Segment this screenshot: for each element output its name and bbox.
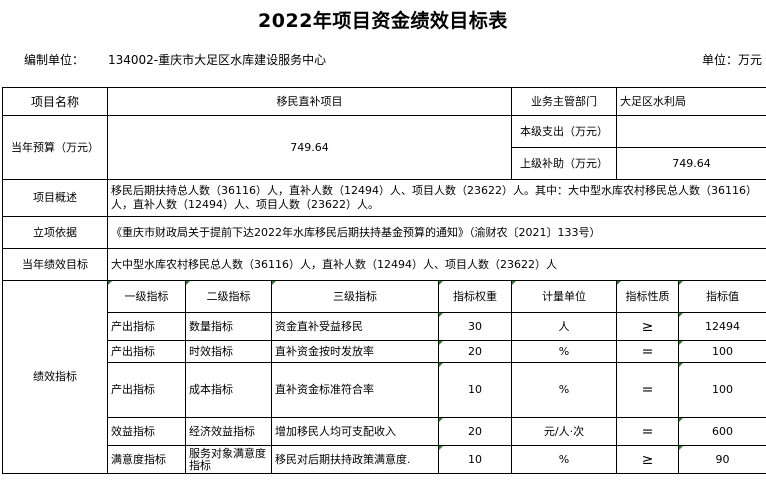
row-level2: 时效指标 <box>185 340 272 363</box>
row-value: 100 <box>678 362 766 418</box>
row-unit: 人 <box>511 312 617 341</box>
row-nature: ≥ <box>616 445 679 474</box>
page-title: 2022年项目资金绩效目标表 <box>258 10 508 32</box>
dept-value: 大足区水利局 <box>616 87 766 116</box>
row-weight: 10 <box>438 362 512 418</box>
row-level2: 经济效益指标 <box>185 417 272 446</box>
overview-value: 移民后期扶持总人数（36116）人，直补人数（12494）人、项目人数（2362… <box>107 179 766 217</box>
row-level3: 直补资金标准符合率 <box>271 362 439 418</box>
row-level1: 效益指标 <box>107 417 186 446</box>
row-level3: 直补资金按时发放率 <box>271 340 439 363</box>
row-level3: 增加移民人均可支配收入 <box>271 417 439 446</box>
table-row: 效益指标 经济效益指标 增加移民人均可支配收入 20 元/人·次 = 600 <box>3 417 766 446</box>
basis-label: 立项依据 <box>2 216 108 249</box>
org-label: 编制单位： <box>24 53 85 67</box>
row-level3: 资金直补受益移民 <box>271 312 439 341</box>
row-value: 600 <box>678 417 766 446</box>
basis-value: 《重庆市财政局关于提前下达2022年水库移民后期扶持基金预算的通知》（渝财农〔2… <box>107 216 766 249</box>
row-level1: 满意度指标 <box>107 445 186 474</box>
row-level1: 产出指标 <box>107 340 186 363</box>
row-level2: 成本指标 <box>185 362 272 418</box>
row-nature: ≥ <box>616 312 679 341</box>
row-level1: 产出指标 <box>107 312 186 341</box>
row-value: 100 <box>678 340 766 363</box>
superior-subsidy-label: 上级补助（万元） <box>511 147 617 180</box>
table-row: 产出指标 时效指标 直补资金按时发放率 20 % = 100 <box>3 340 766 363</box>
row-nature: = <box>616 362 679 418</box>
header-level1: 一级指标 <box>107 280 186 313</box>
table-row: 产出指标 成本指标 直补资金标准符合率 10 % = 100 <box>3 362 766 418</box>
local-expense-label: 本级支出（万元） <box>511 115 617 148</box>
row-nature: = <box>616 340 679 363</box>
goal-value: 大中型水库农村移民总人数（36116）人，直补人数（12494）人、项目人数（2… <box>107 248 766 281</box>
row-unit: % <box>511 362 617 418</box>
header-nature: 指标性质 <box>616 280 679 313</box>
row-nature: = <box>616 417 679 446</box>
goal-label: 当年绩效目标 <box>2 248 108 281</box>
header-level2: 二级指标 <box>185 280 272 313</box>
row-weight: 20 <box>438 417 512 446</box>
table-row: 产出指标 数量指标 资金直补受益移民 30 人 ≥ 12494 <box>3 312 766 341</box>
row-value: 90 <box>678 445 766 474</box>
row-weight: 20 <box>438 340 512 363</box>
dept-label: 业务主管部门 <box>511 87 617 116</box>
budget-value: 749.64 <box>107 115 512 180</box>
row-level2: 服务对象满意度指标 <box>185 445 272 474</box>
org-value: 134002-重庆市大足区水库建设服务中心 <box>108 53 327 67</box>
row-unit: % <box>511 340 617 363</box>
budget-label: 当年预算（万元） <box>2 115 108 180</box>
row-value: 12494 <box>678 312 766 341</box>
superior-subsidy-value: 749.64 <box>616 147 766 180</box>
row-weight: 30 <box>438 312 512 341</box>
row-level3: 移民对后期扶持政策满意度. <box>271 445 439 474</box>
table-row: 满意度指标 服务对象满意度指标 移民对后期扶持政策满意度. 10 % ≥ 90 <box>3 445 766 474</box>
unit-label: 单位：万元 <box>701 53 762 67</box>
overview-label: 项目概述 <box>2 179 108 217</box>
project-name-label: 项目名称 <box>2 87 108 116</box>
header-unit: 计量单位 <box>511 280 617 313</box>
row-level2: 数量指标 <box>185 312 272 341</box>
local-expense-value <box>616 115 766 148</box>
header-value: 指标值 <box>678 280 766 313</box>
row-level1: 产出指标 <box>107 362 186 418</box>
row-unit: % <box>511 445 617 474</box>
project-name-value: 移民直补项目 <box>107 87 512 116</box>
perf-indicators-label: 绩效指标 <box>2 280 108 474</box>
header-level3: 三级指标 <box>271 280 439 313</box>
header-weight: 指标权重 <box>438 280 512 313</box>
row-unit: 元/人·次 <box>511 417 617 446</box>
row-weight: 10 <box>438 445 512 474</box>
performance-table: 项目名称 移民直补项目 业务主管部门 大足区水利局 当年预算（万元） 749.6… <box>2 87 766 474</box>
